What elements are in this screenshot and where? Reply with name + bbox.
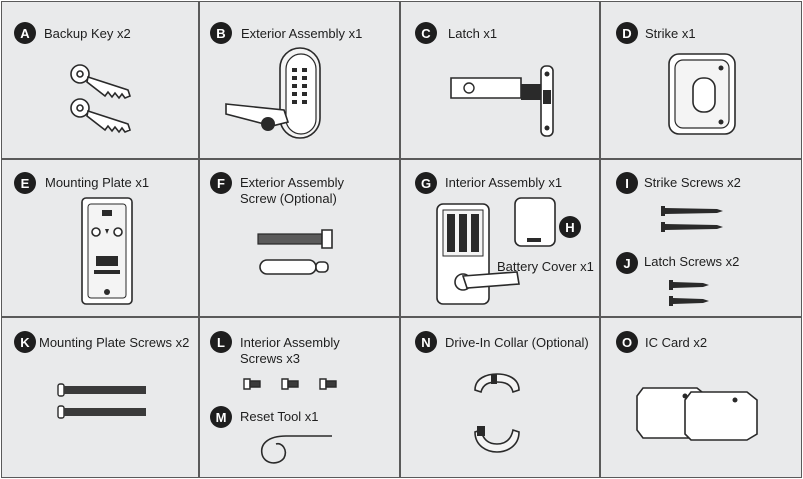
cell-f: F Exterior Assembly Screw (Optional): [199, 159, 400, 317]
label-o: IC Card x2: [645, 335, 708, 350]
badge-f: F: [210, 172, 232, 194]
latch-icon: [443, 58, 563, 138]
label-d: Strike x1: [645, 26, 696, 41]
reset-tool-icon: [256, 430, 336, 470]
badge-h: H: [559, 216, 581, 238]
cell-c: C Latch x1: [400, 1, 600, 159]
interior-lock-icon: [433, 200, 523, 310]
strike-plate-icon: [663, 50, 743, 140]
label-h: Battery Cover x1: [497, 259, 594, 274]
label-c: Latch x1: [448, 26, 498, 41]
badge-e: E: [14, 172, 36, 194]
cell-n: N Drive-In Collar (Optional): [400, 317, 600, 478]
label-l-line1: Interior Assembly: [240, 335, 340, 350]
badge-o: O: [616, 331, 638, 353]
small-screw-icon: [240, 374, 340, 396]
mounting-plate-icon: [72, 196, 142, 308]
ic-card-icon: [635, 382, 765, 442]
label-i: Strike Screws x2: [644, 175, 741, 190]
badge-i: I: [616, 172, 638, 194]
label-a: Backup Key x2: [44, 26, 131, 41]
label-n: Drive-In Collar (Optional): [445, 335, 589, 350]
cell-b: B Exterior Assembly x1: [199, 1, 400, 159]
label-j: Latch Screws x2: [644, 254, 740, 269]
cell-g: G Interior Assembly x1 H Battery Cover x…: [400, 159, 600, 317]
badge-g: G: [415, 172, 437, 194]
badge-k: K: [14, 331, 36, 353]
label-m: Reset Tool x1: [240, 409, 319, 424]
label-k: Mounting Plate Screws x2: [39, 335, 190, 350]
badge-a: A: [14, 22, 36, 44]
screw-icon: [252, 222, 342, 282]
cell-o: O IC Card x2: [600, 317, 802, 478]
label-f-line1: Exterior Assembly: [240, 175, 345, 190]
label-b: Exterior Assembly x1: [241, 26, 363, 41]
cell-ij: I Strike Screws x2 J Latch Screws x2: [600, 159, 802, 317]
collar-icon: [467, 368, 527, 464]
badge-d: D: [616, 22, 638, 44]
label-g: Interior Assembly x1: [445, 175, 563, 190]
label-l-line2: Screws x3: [240, 351, 300, 366]
label-e: Mounting Plate x1: [45, 175, 150, 190]
cell-k: K Mounting Plate Screws x2: [1, 317, 199, 478]
cell-e: E Mounting Plate x1: [1, 159, 199, 317]
exterior-lock-icon: [222, 44, 332, 144]
cell-lm: L Interior Assembly Screws x3 M Reset To…: [199, 317, 400, 478]
badge-b: B: [210, 22, 232, 44]
badge-n: N: [415, 331, 437, 353]
screw-icon: [661, 206, 723, 232]
key-icon: [62, 52, 152, 142]
badge-m: M: [210, 406, 232, 428]
cell-d: D Strike x1: [600, 1, 802, 159]
badge-l: L: [210, 331, 232, 353]
cell-a: A Backup Key x2: [1, 1, 199, 159]
badge-c: C: [415, 22, 437, 44]
badge-j: J: [616, 252, 638, 274]
label-f-line2: Screw (Optional): [240, 191, 337, 206]
screw-icon: [669, 280, 709, 306]
battery-cover-icon: [511, 194, 561, 250]
bolt-icon: [54, 378, 146, 424]
